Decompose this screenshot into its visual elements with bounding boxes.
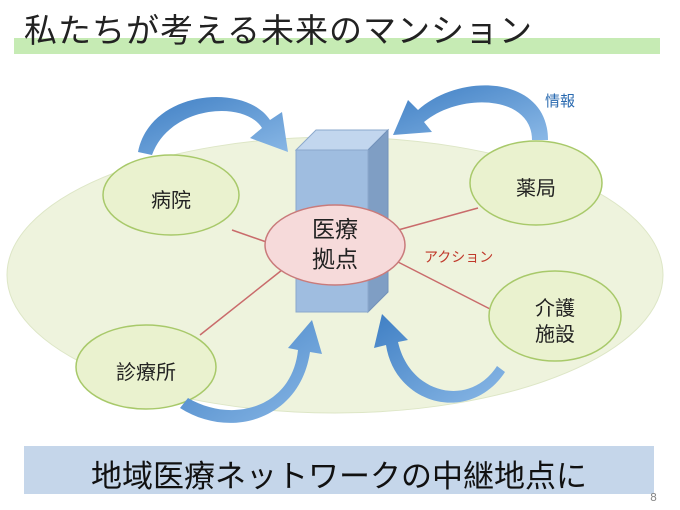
title-underline-bar — [14, 38, 660, 54]
hospital-node — [102, 154, 240, 236]
clinic-label: 診療所 — [116, 360, 176, 384]
care-facility-label-line1: 介護 — [535, 296, 575, 320]
link-care — [397, 261, 493, 311]
link-pharmacy — [397, 207, 479, 231]
arrow-pharmacy-to-hub — [393, 85, 548, 140]
care-facility-node — [488, 270, 622, 362]
arrow-clinic-to-hub — [180, 320, 322, 423]
page-title: 私たちが考える未来のマンション — [24, 11, 534, 50]
link-clinic — [199, 269, 283, 336]
arrow-care-to-hub — [374, 314, 505, 403]
pharmacy-node — [469, 140, 603, 226]
hospital-label: 病院 — [151, 188, 191, 212]
medical-hub-node — [264, 204, 406, 286]
page-number: 8 — [650, 491, 657, 504]
arrow-hospital-to-hub — [138, 96, 288, 155]
action-label: アクション — [424, 250, 494, 266]
medical-hub-label-line2: 拠点 — [312, 247, 358, 273]
flow-arrows — [138, 85, 548, 423]
footer-text: 地域医療ネットワークの中継地点に — [91, 459, 587, 495]
pharmacy-label: 薬局 — [516, 176, 556, 200]
care-facility-label-line2: 施設 — [535, 322, 575, 346]
medical-hub-label-line1: 医療 — [312, 217, 358, 243]
clinic-node — [75, 324, 217, 410]
footer-banner: 地域医療ネットワークの中継地点に — [24, 446, 654, 495]
info-label: 情報 — [545, 92, 576, 110]
